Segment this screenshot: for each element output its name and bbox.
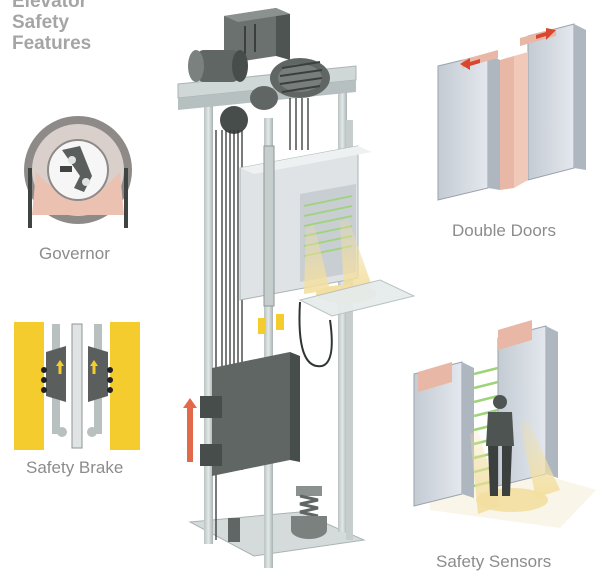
title-line-3: Features	[12, 33, 92, 54]
door-open-right-arrow-icon	[536, 28, 556, 40]
direction-up-arrow-icon	[183, 398, 197, 462]
governor-diagram	[24, 116, 132, 228]
rail-safety-device-icon	[276, 314, 284, 330]
motor-icon	[188, 50, 248, 82]
door-open-left-arrow-icon	[460, 58, 480, 70]
title-line-2: Safety	[12, 12, 70, 33]
main-elevator-diagram	[177, 8, 416, 568]
rail-safety-device-icon	[258, 318, 266, 334]
traveling-cable	[298, 301, 333, 368]
safety-sensors-diagram	[413, 320, 596, 528]
title-line-1: Elevator	[12, 0, 87, 12]
sheave-icon	[220, 58, 330, 134]
counterweight-icon	[200, 352, 300, 476]
elevator-car-icon	[239, 145, 416, 317]
page-title: Elevator Safety Features	[12, 0, 91, 54]
double-doors-label: Double Doors	[452, 221, 556, 240]
buffer-spring-icon	[291, 486, 327, 539]
governor-flyweight-icon	[60, 146, 92, 192]
safety-brake-diagram	[14, 322, 140, 450]
person-icon	[486, 395, 514, 496]
brake-up-arrow-icon	[56, 360, 64, 374]
governor-label: Governor	[39, 244, 110, 263]
safety-brake-label: Safety Brake	[26, 458, 124, 477]
control-cabinet-icon	[224, 8, 290, 64]
safety-sensors-label: Safety Sensors	[436, 552, 552, 571]
double-doors-diagram	[437, 23, 586, 201]
brake-up-arrow-icon	[90, 360, 98, 374]
